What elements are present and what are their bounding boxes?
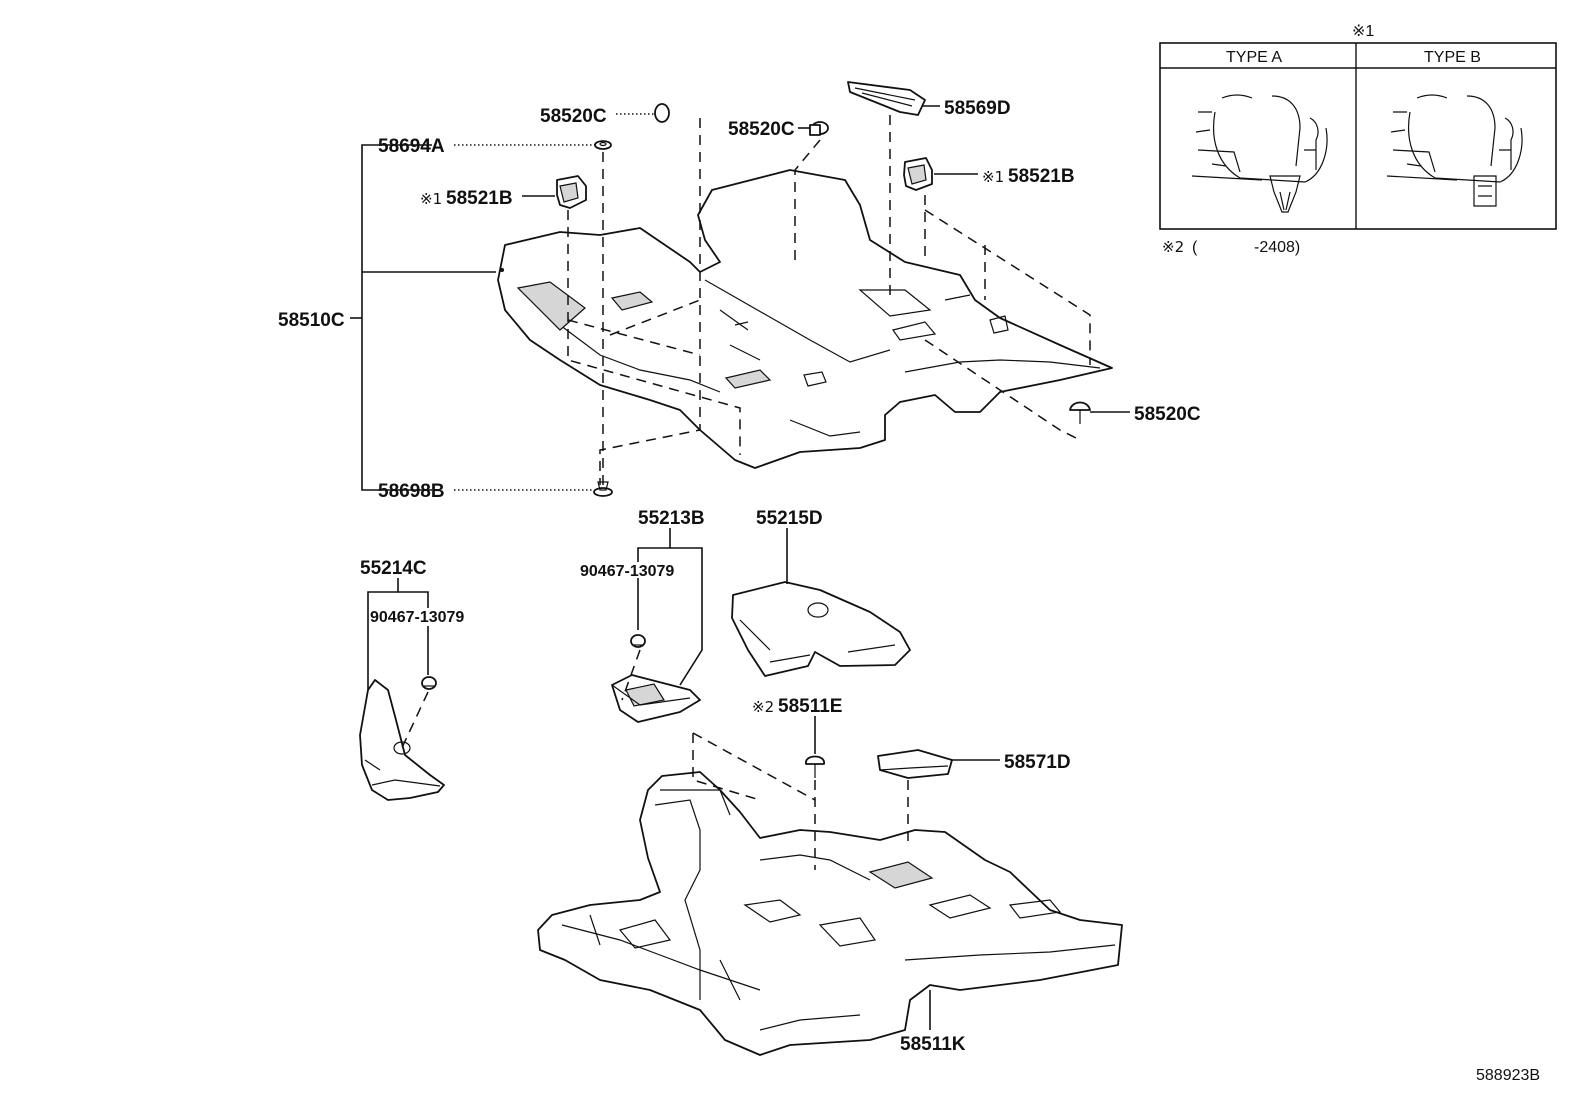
label-58698B: 58698B bbox=[378, 481, 445, 502]
label-90467-b: 90467-13079 bbox=[580, 563, 674, 580]
type-b-clip-icon bbox=[1386, 94, 1523, 207]
clip-58521B-right-icon bbox=[903, 157, 933, 191]
label-58520C-b: 58520C bbox=[728, 119, 795, 140]
footnote-mark: ※2 bbox=[1162, 238, 1184, 256]
label-58571D: 58571D bbox=[1004, 752, 1071, 773]
label-90467-a: 90467-13079 bbox=[370, 609, 464, 626]
upper-assembly-lines bbox=[567, 115, 1091, 488]
clip-58520C-c-icon bbox=[1069, 401, 1091, 424]
label-58521B-left: 58521B bbox=[446, 188, 513, 209]
footnote-open-paren: ( bbox=[1192, 239, 1198, 256]
clip-58521B-left-icon bbox=[556, 175, 587, 209]
upper-fasteners bbox=[556, 103, 1091, 497]
label-58511E: 58511E bbox=[778, 696, 842, 717]
panel-55215D bbox=[731, 581, 911, 677]
panel-55213B bbox=[611, 634, 701, 723]
label-58520C-c: 58520C bbox=[1134, 404, 1201, 425]
leader-lines bbox=[350, 105, 1130, 1030]
pad-58571D bbox=[877, 749, 953, 779]
figure-id: 588923B bbox=[1476, 1067, 1540, 1084]
clip-58511E-icon bbox=[805, 755, 825, 778]
type-a-clip-icon bbox=[1191, 94, 1328, 213]
clip-58520C-a-icon bbox=[654, 103, 670, 123]
label-58520C-a: 58520C bbox=[540, 106, 607, 127]
label-55215D: 55215D bbox=[756, 508, 823, 529]
label-55213B: 55213B bbox=[638, 508, 705, 529]
part-labels: 58520C 58520C 58569D 58694A ※1 58521B ※1… bbox=[278, 98, 1201, 1055]
sill-plate-58569D bbox=[847, 81, 926, 116]
label-58521B-right: 58521B bbox=[1008, 166, 1075, 187]
grommet-58694A-icon bbox=[594, 140, 612, 150]
lower-floor-carpet bbox=[537, 771, 1123, 1056]
clip-type-legend: ※1 TYPE A TYPE B bbox=[1159, 23, 1557, 230]
grommet-58698B-icon bbox=[593, 481, 613, 497]
lower-assembly-lines bbox=[692, 732, 909, 870]
label-58694A: 58694A bbox=[378, 136, 445, 157]
clip-58520C-b-icon bbox=[809, 121, 829, 136]
type-a-title: TYPE A bbox=[1226, 49, 1282, 66]
legend-header-mark: ※1 bbox=[1352, 23, 1374, 40]
note1-mark-left: ※1 bbox=[420, 190, 442, 208]
type-b-title: TYPE B bbox=[1424, 49, 1481, 66]
panel-55214C bbox=[359, 676, 445, 801]
footnote-range: -2408) bbox=[1254, 239, 1300, 256]
note2-mark: ※2 bbox=[752, 698, 774, 716]
label-58510C: 58510C bbox=[278, 310, 345, 331]
label-58511K: 58511K bbox=[900, 1034, 966, 1055]
clip-90467-b-icon bbox=[630, 634, 646, 648]
label-55214C: 55214C bbox=[360, 558, 427, 579]
clip-90467-a-icon bbox=[421, 676, 437, 690]
label-58569D: 58569D bbox=[944, 98, 1011, 119]
footnote: ※2 ( -2408) bbox=[1162, 238, 1300, 256]
note1-mark-right: ※1 bbox=[982, 168, 1004, 186]
upper-floor-carpet bbox=[497, 169, 1113, 469]
